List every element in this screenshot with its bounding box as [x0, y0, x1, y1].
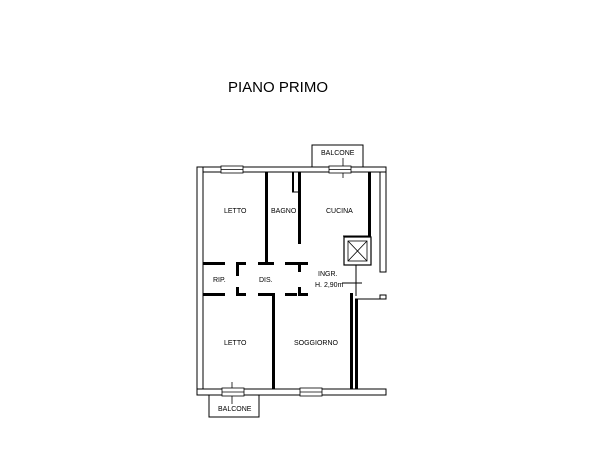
interior-walls	[203, 172, 386, 389]
balcony-top: BALCONE	[311, 144, 364, 178]
room-label-letto-top: LETTO	[224, 208, 247, 215]
windows	[220, 165, 352, 397]
balcony-bottom: BALCONE	[208, 382, 260, 418]
stairwell	[342, 236, 372, 296]
room-label-dis: DIS.	[259, 277, 273, 284]
room-label-soggiorno: SOGGIORNO	[294, 340, 339, 347]
room-label-rip: RIP.	[213, 277, 226, 284]
room-label-ingr-height: H. 2,90m	[315, 282, 344, 289]
room-label-bagno: BAGNO	[271, 208, 297, 215]
room-label-letto-bottom: LETTO	[224, 340, 247, 347]
balcony-top-label: BALCONE	[321, 150, 355, 157]
balcony-bottom-label: BALCONE	[218, 406, 252, 413]
plan-title: PIANO PRIMO	[228, 79, 328, 96]
room-label-cucina: CUCINA	[326, 208, 353, 215]
room-label-ingr: INGR.	[318, 271, 338, 278]
outer-walls	[196, 166, 387, 396]
